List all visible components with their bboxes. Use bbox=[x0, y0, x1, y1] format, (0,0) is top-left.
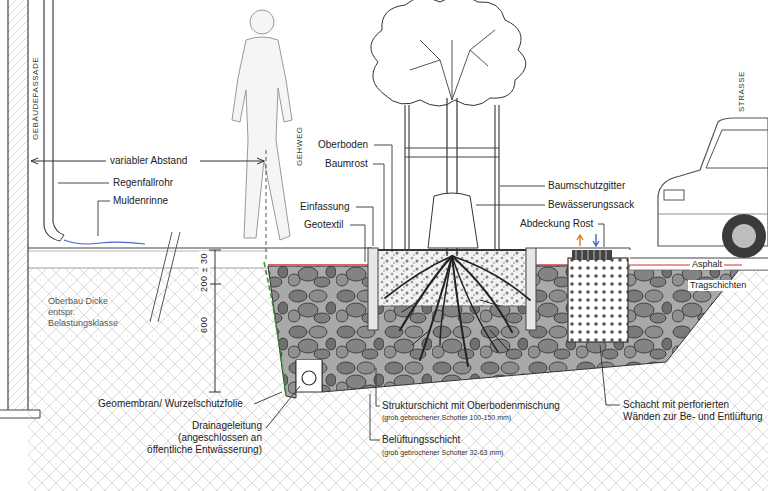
dimension-label: 600 bbox=[199, 314, 210, 335]
part-label: Muldenrinne bbox=[113, 195, 168, 207]
distance-label: variabler Abstand bbox=[110, 155, 187, 167]
subsoil bbox=[28, 248, 768, 491]
layer-note: (grob gebrochener Schotter 100-150 mm) bbox=[382, 414, 511, 422]
person-silhouette bbox=[232, 10, 292, 240]
car bbox=[658, 118, 768, 258]
part-label: Drainageleitung (angeschlossen an öffent… bbox=[134, 420, 262, 456]
part-label: Bewässerungssack bbox=[548, 199, 634, 211]
part-label: Baumschutzgitter bbox=[548, 180, 625, 192]
break-symbol bbox=[150, 232, 180, 322]
part-label: Regenfallrohr bbox=[113, 177, 173, 189]
tree-roots bbox=[385, 256, 530, 366]
facade-label: GEBÄUDEFASSADE bbox=[31, 57, 41, 140]
part-label: Abdeckung Rost bbox=[520, 218, 593, 230]
part-label: Oberboden bbox=[318, 139, 368, 151]
tree-pit-structure bbox=[264, 250, 768, 398]
dimension-label: 200 ± 30 bbox=[199, 251, 210, 294]
part-label: Baumrost bbox=[325, 158, 368, 170]
ventilation-shaft bbox=[568, 234, 628, 342]
part-label: Einfassung bbox=[300, 201, 349, 213]
dimension-line bbox=[209, 250, 221, 392]
layer-label: Belüftungsschicht bbox=[382, 434, 460, 446]
area-label: GEHWEG bbox=[295, 127, 305, 166]
area-label: STRASSE bbox=[737, 71, 747, 112]
layer-label: Strukturschicht mit Oberbodenmischung bbox=[382, 400, 560, 412]
layer-label: Tragschichten bbox=[688, 280, 748, 291]
layer-label: Asphalt bbox=[690, 259, 724, 270]
layer-note: Oberbau Dicke entspr. Belastungsklasse bbox=[48, 296, 126, 328]
part-label: Geomembran/ Wurzelschutzfolie bbox=[98, 398, 243, 410]
tree bbox=[371, 0, 526, 256]
leader-lines bbox=[58, 145, 620, 440]
part-label: Schacht mit perforierten Wänden zur Be- … bbox=[623, 399, 763, 423]
building-facade bbox=[0, 0, 40, 418]
downpipe bbox=[44, 0, 145, 244]
part-label: Geotextil bbox=[304, 219, 343, 231]
layer-note: (grob gebrochener Schotter 32-63 mm) bbox=[382, 449, 503, 457]
reference-line bbox=[266, 150, 267, 262]
